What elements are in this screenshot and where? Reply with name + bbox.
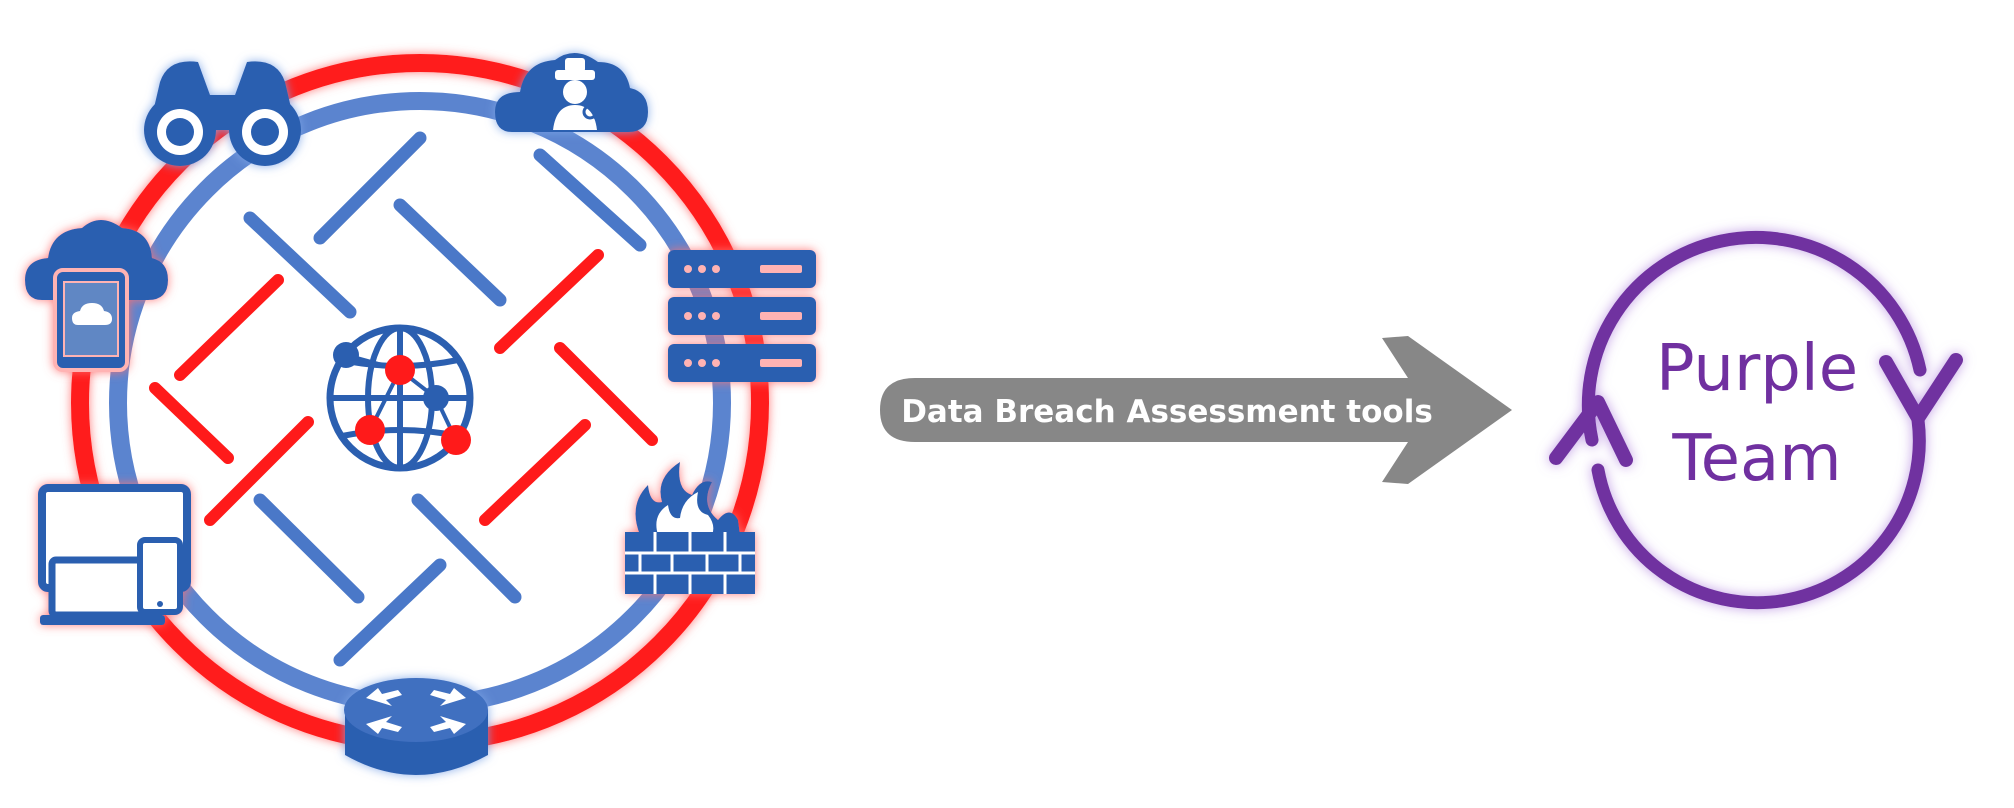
binoculars-icon: [144, 61, 301, 166]
devices-icon: [38, 484, 191, 625]
network-diagram: [25, 52, 816, 775]
cloud-spy-icon: [495, 52, 648, 132]
cycle-arrowhead-right: [1879, 353, 1963, 425]
firewall-icon: [625, 462, 755, 594]
team-label-line2: Team: [1671, 422, 1841, 496]
cycle-arc-top: [1581, 230, 1927, 447]
cloud-tablet-icon: [25, 220, 168, 372]
globe-network-icon: [326, 324, 474, 472]
cycle-arc-bottom: [1591, 413, 1926, 610]
purple-team-cycle: [1549, 230, 1963, 610]
arrow-label: Data Breach Assessment tools: [901, 394, 1433, 430]
cycle-arrowhead-left: [1549, 395, 1633, 467]
assessment-arrow: Data Breach Assessment tools: [880, 336, 1512, 484]
red-bars: [149, 249, 658, 526]
router-icon: [344, 678, 488, 775]
team-label-line1: Purple: [1656, 332, 1858, 406]
blue-bars: [243, 131, 647, 667]
server-rack-icon: [668, 250, 816, 382]
arrow-shape: [880, 336, 1512, 484]
